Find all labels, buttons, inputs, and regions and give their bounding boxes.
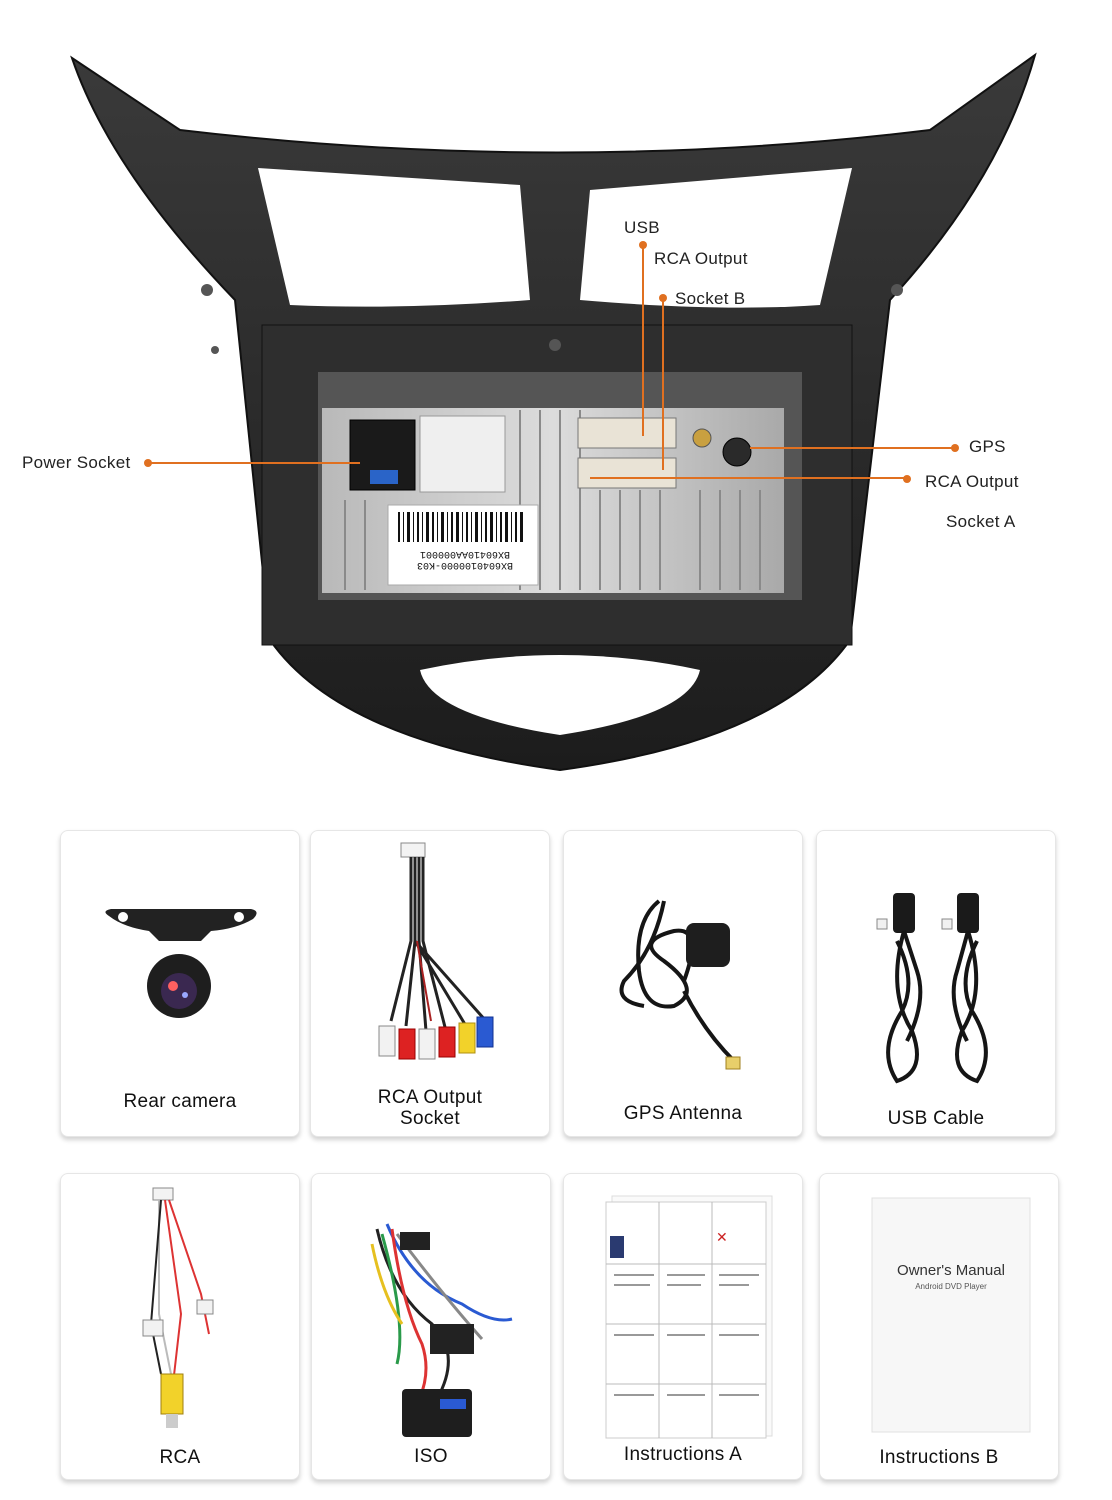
manual-subtitle: Android DVD Player	[915, 1282, 987, 1291]
instructions-a-icon: ✕	[605, 1195, 773, 1439]
unit-serial-line1: BX6040100000-K03	[417, 559, 514, 570]
callout-rca-output-right: RCA Output	[925, 472, 1019, 491]
callout-power-socket: Power Socket	[22, 453, 131, 472]
accessory-card-gps-antenna: GPS Antenna	[563, 830, 803, 1137]
usb-cable-icon	[876, 893, 988, 1084]
callout-socket-a: Socket A	[946, 512, 1016, 531]
accessory-card-rear-camera: Rear camera	[60, 830, 300, 1137]
accessory-label: USB Cable	[887, 1108, 985, 1129]
accessory-label: ISO	[414, 1446, 448, 1467]
manual-title: Owner's Manual	[897, 1262, 1005, 1279]
callout-rca-output-top: RCA Output	[654, 249, 748, 268]
accessory-label: GPS Antenna	[623, 1103, 743, 1124]
rca-cable-icon	[142, 1187, 214, 1428]
accessory-card-usb-cable: USB Cable	[816, 830, 1056, 1137]
gps-antenna-icon	[619, 899, 741, 1070]
accessory-card-rca: RCA	[60, 1173, 300, 1480]
accessory-label: RCA Output Socket	[377, 1087, 483, 1129]
accessory-card-instructions-b: Owner's Manual Android DVD Player Instru…	[819, 1173, 1059, 1480]
iso-harness-icon	[370, 1223, 513, 1437]
callout-usb: USB	[624, 218, 660, 237]
svg-text:✕: ✕	[716, 1229, 728, 1245]
rear-camera-icon	[105, 909, 257, 1018]
accessory-card-iso: ISO	[311, 1173, 551, 1480]
accessory-label: RCA	[159, 1447, 201, 1468]
callout-gps: GPS	[969, 437, 1006, 456]
rca-output-socket-icon	[378, 842, 494, 1060]
unit-serial-label: BX6040100000-K03 BX60410AA000001	[395, 548, 535, 570]
instructions-b-icon	[871, 1197, 1031, 1433]
accessory-label: Instructions B	[879, 1447, 999, 1468]
accessory-card-rca-output-socket: RCA Output Socket	[310, 830, 550, 1137]
accessory-card-instructions-a: ✕ Instructions A	[563, 1173, 803, 1480]
dash-frame-illustration	[70, 52, 1037, 772]
unit-serial-line2: BX60410AA000001	[420, 548, 511, 559]
product-diagram: USB RCA Output Socket B Power Socket GPS…	[22, 52, 1037, 772]
accessory-label: Rear camera	[123, 1091, 237, 1112]
callout-socket-b: Socket B	[675, 289, 746, 308]
accessory-label: Instructions A	[623, 1444, 743, 1465]
